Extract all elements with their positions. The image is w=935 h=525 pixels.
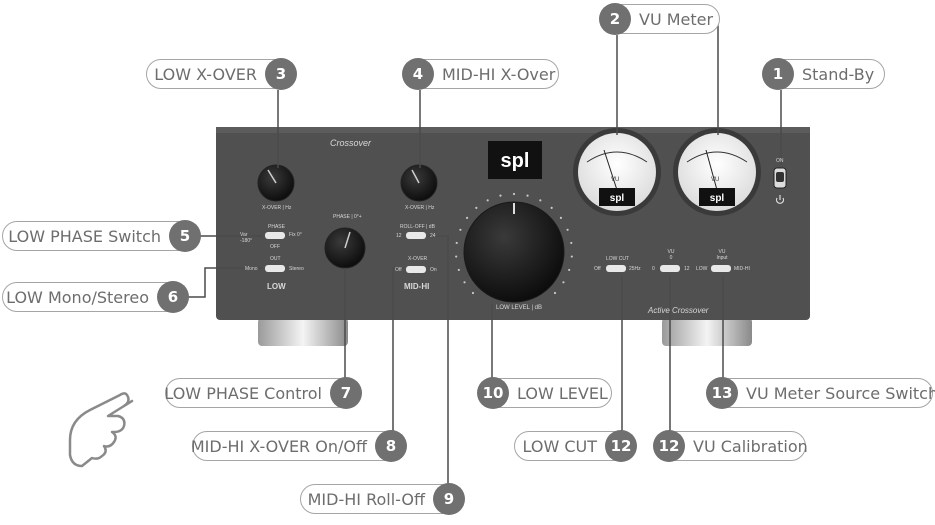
callout-label: LOW PHASE Switch (8, 226, 161, 246)
level-scale-tick (475, 206, 478, 209)
power-icon (775, 195, 785, 204)
callout-number: 12 (605, 430, 637, 462)
level-scale-tick (570, 241, 573, 245)
level-scale-tick (465, 216, 469, 220)
callout-number: 9 (433, 483, 465, 515)
callout-number: 12 (653, 430, 685, 462)
callout-number: 8 (375, 430, 407, 462)
panel-switches[interactable] (265, 232, 731, 273)
callout-label: LOW Mono/Stereo (6, 287, 149, 307)
callout-number: 4 (402, 58, 434, 90)
level-scale-tick (568, 268, 571, 272)
standby-switch[interactable] (773, 167, 787, 189)
level-scale-tick (550, 206, 553, 209)
callout-label: MID-HI X-Over (442, 64, 556, 84)
callout-number: 7 (330, 377, 362, 409)
callout-vu-calibration: 12 VU Calibration (653, 430, 808, 462)
callout-vu-source-switch: 13 VU Meter Source Switch (706, 377, 935, 409)
device-feet (258, 318, 752, 346)
level-scale-tick (570, 255, 573, 258)
callout-label: LOW LEVEL (517, 383, 608, 403)
level-scale-tick (486, 199, 489, 202)
level-scale-tick (512, 192, 516, 196)
pointing-hand-icon (68, 392, 134, 468)
level-scale-tick (455, 241, 458, 245)
level-scale-tick (459, 228, 462, 231)
callout-mid-hi-rolloff: MID-HI Roll-Off 9 (300, 483, 465, 515)
callout-label: VU Meter (639, 9, 714, 29)
callout-low-mono-stereo: LOW Mono/Stereo 6 (2, 281, 189, 313)
callout-label: VU Calibration (693, 436, 808, 456)
svg-text:spl: spl (610, 193, 625, 204)
callout-mid-hi-xover: 4 MID-HI X-Over (402, 58, 559, 90)
callout-number: 3 (265, 58, 297, 90)
spl-logo: spl (488, 141, 542, 179)
callout-label: LOW PHASE Control (164, 383, 322, 403)
callout-number: 5 (169, 220, 201, 252)
callout-vu-meter: 2 VU Meter (599, 3, 720, 35)
callout-number: 2 (599, 3, 631, 35)
svg-text:spl: spl (501, 150, 530, 172)
level-scale-tick (562, 281, 565, 284)
low-level-scale (455, 192, 573, 295)
svg-text:spl: spl (710, 193, 725, 204)
level-scale-tick (457, 268, 460, 272)
callout-low-xover: LOW X-OVER 3 (146, 58, 297, 90)
callout-low-phase-control: LOW PHASE Control 7 (164, 377, 362, 409)
low-phase-knob[interactable] (324, 227, 366, 269)
callout-label: VU Meter Source Switch (746, 383, 935, 403)
level-scale-tick (463, 281, 466, 284)
level-scale-tick (526, 194, 529, 197)
low-level-knob[interactable] (463, 201, 565, 303)
callout-label: MID-HI Roll-Off (307, 489, 425, 509)
callout-label: MID-HI X-OVER On/Off (190, 436, 367, 456)
callout-low-phase-switch: LOW PHASE Switch 5 (2, 220, 201, 252)
vu-meter-left: spl (573, 128, 661, 216)
callout-number: 1 (762, 58, 794, 90)
callout-low-level: 10 LOW LEVEL (477, 377, 612, 409)
mid-hi-xover-knob[interactable] (400, 164, 438, 202)
level-scale-tick (559, 216, 563, 220)
callout-number: 13 (706, 377, 738, 409)
level-scale-tick (566, 228, 569, 231)
low-xover-knob[interactable] (257, 164, 295, 202)
level-scale-tick (471, 291, 475, 295)
level-scale-tick (499, 194, 502, 197)
callout-standby: 1 Stand-By (762, 58, 885, 90)
vu-meter-right: spl (673, 128, 761, 216)
callout-low-cut: LOW CUT 12 (514, 430, 637, 462)
callout-mid-hi-xover-onoff: MID-HI X-OVER On/Off 8 (191, 430, 407, 462)
callout-label: Stand-By (802, 64, 875, 84)
callout-label: LOW X-OVER (154, 64, 257, 84)
callout-number: 6 (157, 281, 189, 313)
level-scale-tick (455, 255, 458, 258)
callout-label: LOW CUT (522, 436, 598, 456)
level-scale-tick (553, 291, 557, 295)
level-scale-tick (539, 199, 542, 202)
callout-number: 10 (477, 377, 509, 409)
